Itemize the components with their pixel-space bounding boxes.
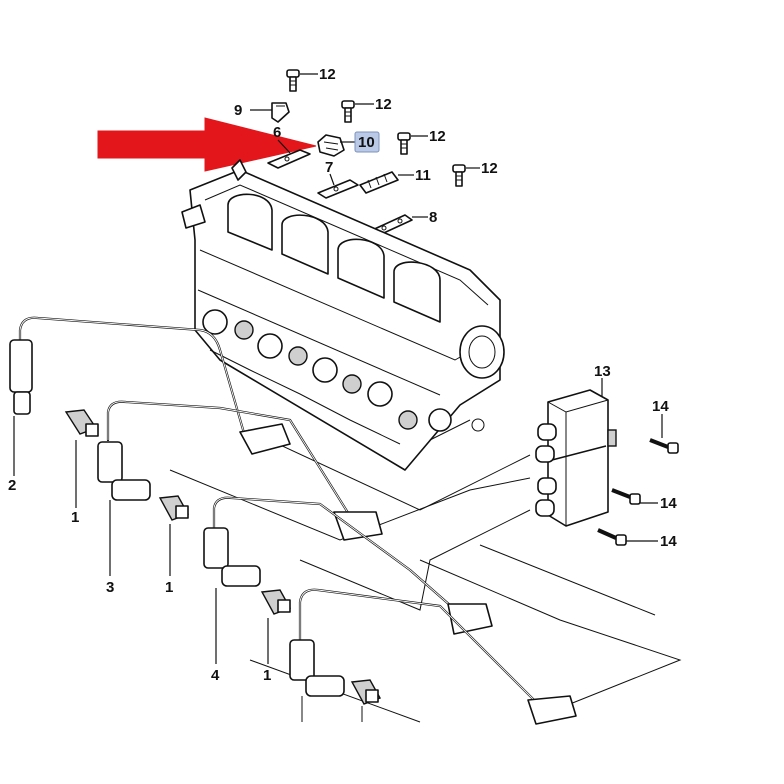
bolt-14-middle (611, 488, 658, 505)
bolt-14-bottom (597, 528, 658, 546)
callout-1-third: 1 (263, 667, 271, 684)
ignition-wire-3 (97, 400, 383, 576)
callout-4: 4 (211, 667, 220, 684)
bolt-14-top (649, 414, 679, 454)
spark-plug-1-third (260, 589, 292, 664)
ignition-wire-bottom (289, 588, 577, 725)
callout-3: 3 (106, 579, 114, 596)
bolt-12-third (397, 132, 428, 155)
callout-12-top: 12 (319, 66, 336, 83)
callout-14-middle: 14 (660, 495, 677, 512)
callout-14-bottom: 14 (660, 533, 677, 550)
callout-13: 13 (594, 363, 611, 380)
ignition-wire-4 (203, 496, 493, 664)
clip-strip-11 (359, 171, 414, 194)
callout-7: 7 (325, 159, 333, 176)
callout-12-second: 12 (375, 96, 392, 113)
callout-11: 11 (415, 167, 431, 184)
red-pointer-arrow (97, 117, 317, 172)
callout-6: 6 (273, 124, 281, 141)
spark-plug-1-fourth (350, 679, 382, 722)
spark-plug-1-first (64, 409, 99, 508)
bolt-12-fourth (452, 164, 480, 187)
bolt-12-second (341, 100, 374, 123)
cylinder-head (181, 159, 505, 471)
clip-10 (317, 134, 356, 157)
callout-2: 2 (8, 477, 16, 494)
ignition-wire-2 (9, 316, 291, 476)
callout-1-first: 1 (71, 509, 79, 526)
callout-14-top: 14 (652, 398, 669, 415)
spark-plug-1-second (158, 495, 190, 576)
clip-9 (250, 102, 290, 123)
callout-12-third: 12 (429, 128, 446, 145)
callout-8: 8 (429, 209, 437, 226)
ignition-coil-13 (535, 378, 617, 527)
callout-10-highlight (354, 131, 380, 153)
bracket-7 (317, 173, 359, 199)
callout-12-fourth: 12 (481, 160, 498, 177)
bolt-12-top (286, 69, 318, 92)
callout-9: 9 (234, 102, 242, 119)
callout-1-second: 1 (165, 579, 173, 596)
callout-10: 10 (358, 134, 375, 151)
bracket-6 (267, 139, 311, 169)
